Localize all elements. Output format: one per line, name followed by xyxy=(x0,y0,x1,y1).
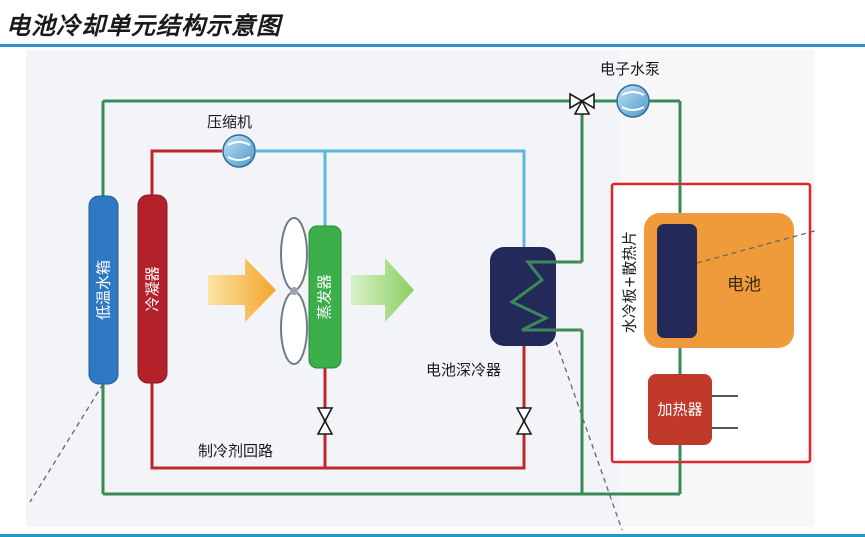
condenser-label: 冷凝器 xyxy=(144,266,162,311)
low-temp-water-tank xyxy=(88,195,119,385)
chiller-coil xyxy=(509,260,556,332)
chiller-label: 电池深冷器 xyxy=(426,361,501,379)
evaporator-label: 蒸发器 xyxy=(316,274,334,319)
expansion-valve-chiller xyxy=(515,407,533,435)
condenser xyxy=(137,194,168,384)
three-way-valve xyxy=(569,92,595,115)
fan-hub xyxy=(290,287,298,295)
cold-plate-label: 水冷板+散热片 xyxy=(621,231,639,334)
heater-label: 加热器 xyxy=(657,401,702,419)
airflow-arrow-in xyxy=(208,258,276,322)
coolant-loop xyxy=(101,99,682,496)
water-cold-plate xyxy=(657,224,697,338)
electronic-water-pump xyxy=(616,84,650,118)
bottom-rule xyxy=(0,534,865,537)
title-rule xyxy=(0,44,865,47)
airflow-arrow-out xyxy=(351,258,414,322)
leader-lines xyxy=(29,229,819,531)
battery-label: 电池 xyxy=(727,275,761,295)
compressor xyxy=(222,134,256,168)
pump-label: 电子水泵 xyxy=(600,60,660,78)
heater xyxy=(648,374,712,445)
diagram-title: 电池冷却单元结构示意图 xyxy=(6,11,281,40)
compressor-label: 压缩机 xyxy=(207,113,252,131)
refrigerant-loop-label: 制冷剂回路 xyxy=(198,442,273,460)
expansion-valve-evaporator xyxy=(316,407,334,435)
evaporator xyxy=(308,225,342,369)
refrigerant-loop xyxy=(150,149,526,470)
tank-label: 低温水箱 xyxy=(95,260,113,320)
